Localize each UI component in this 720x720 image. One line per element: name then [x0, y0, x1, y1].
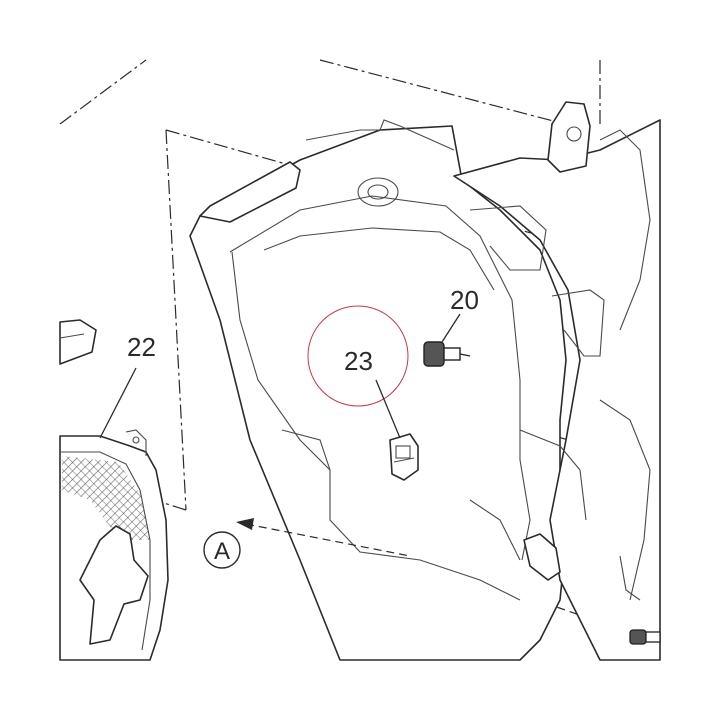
view-a-label: A: [214, 538, 230, 565]
part-23-clip: [389, 433, 419, 481]
part-22-headlight: [59, 429, 169, 661]
circle-letter-icon: [203, 531, 241, 569]
inner-cover-panel: [189, 119, 567, 661]
top-left-bracket: [59, 319, 97, 365]
view-a-marker: A: [203, 531, 241, 569]
leader-lines: [99, 313, 461, 439]
callout-23-label: 23: [344, 346, 373, 376]
callout-22-label: 22: [127, 332, 156, 362]
callout-20-label: 20: [450, 285, 479, 315]
right-body-structure: [453, 101, 661, 661]
view-a-arrow: [236, 518, 411, 557]
highlight-circle: [307, 305, 409, 407]
bottom-bolt: [629, 629, 661, 645]
part-20-screw: [423, 341, 471, 367]
